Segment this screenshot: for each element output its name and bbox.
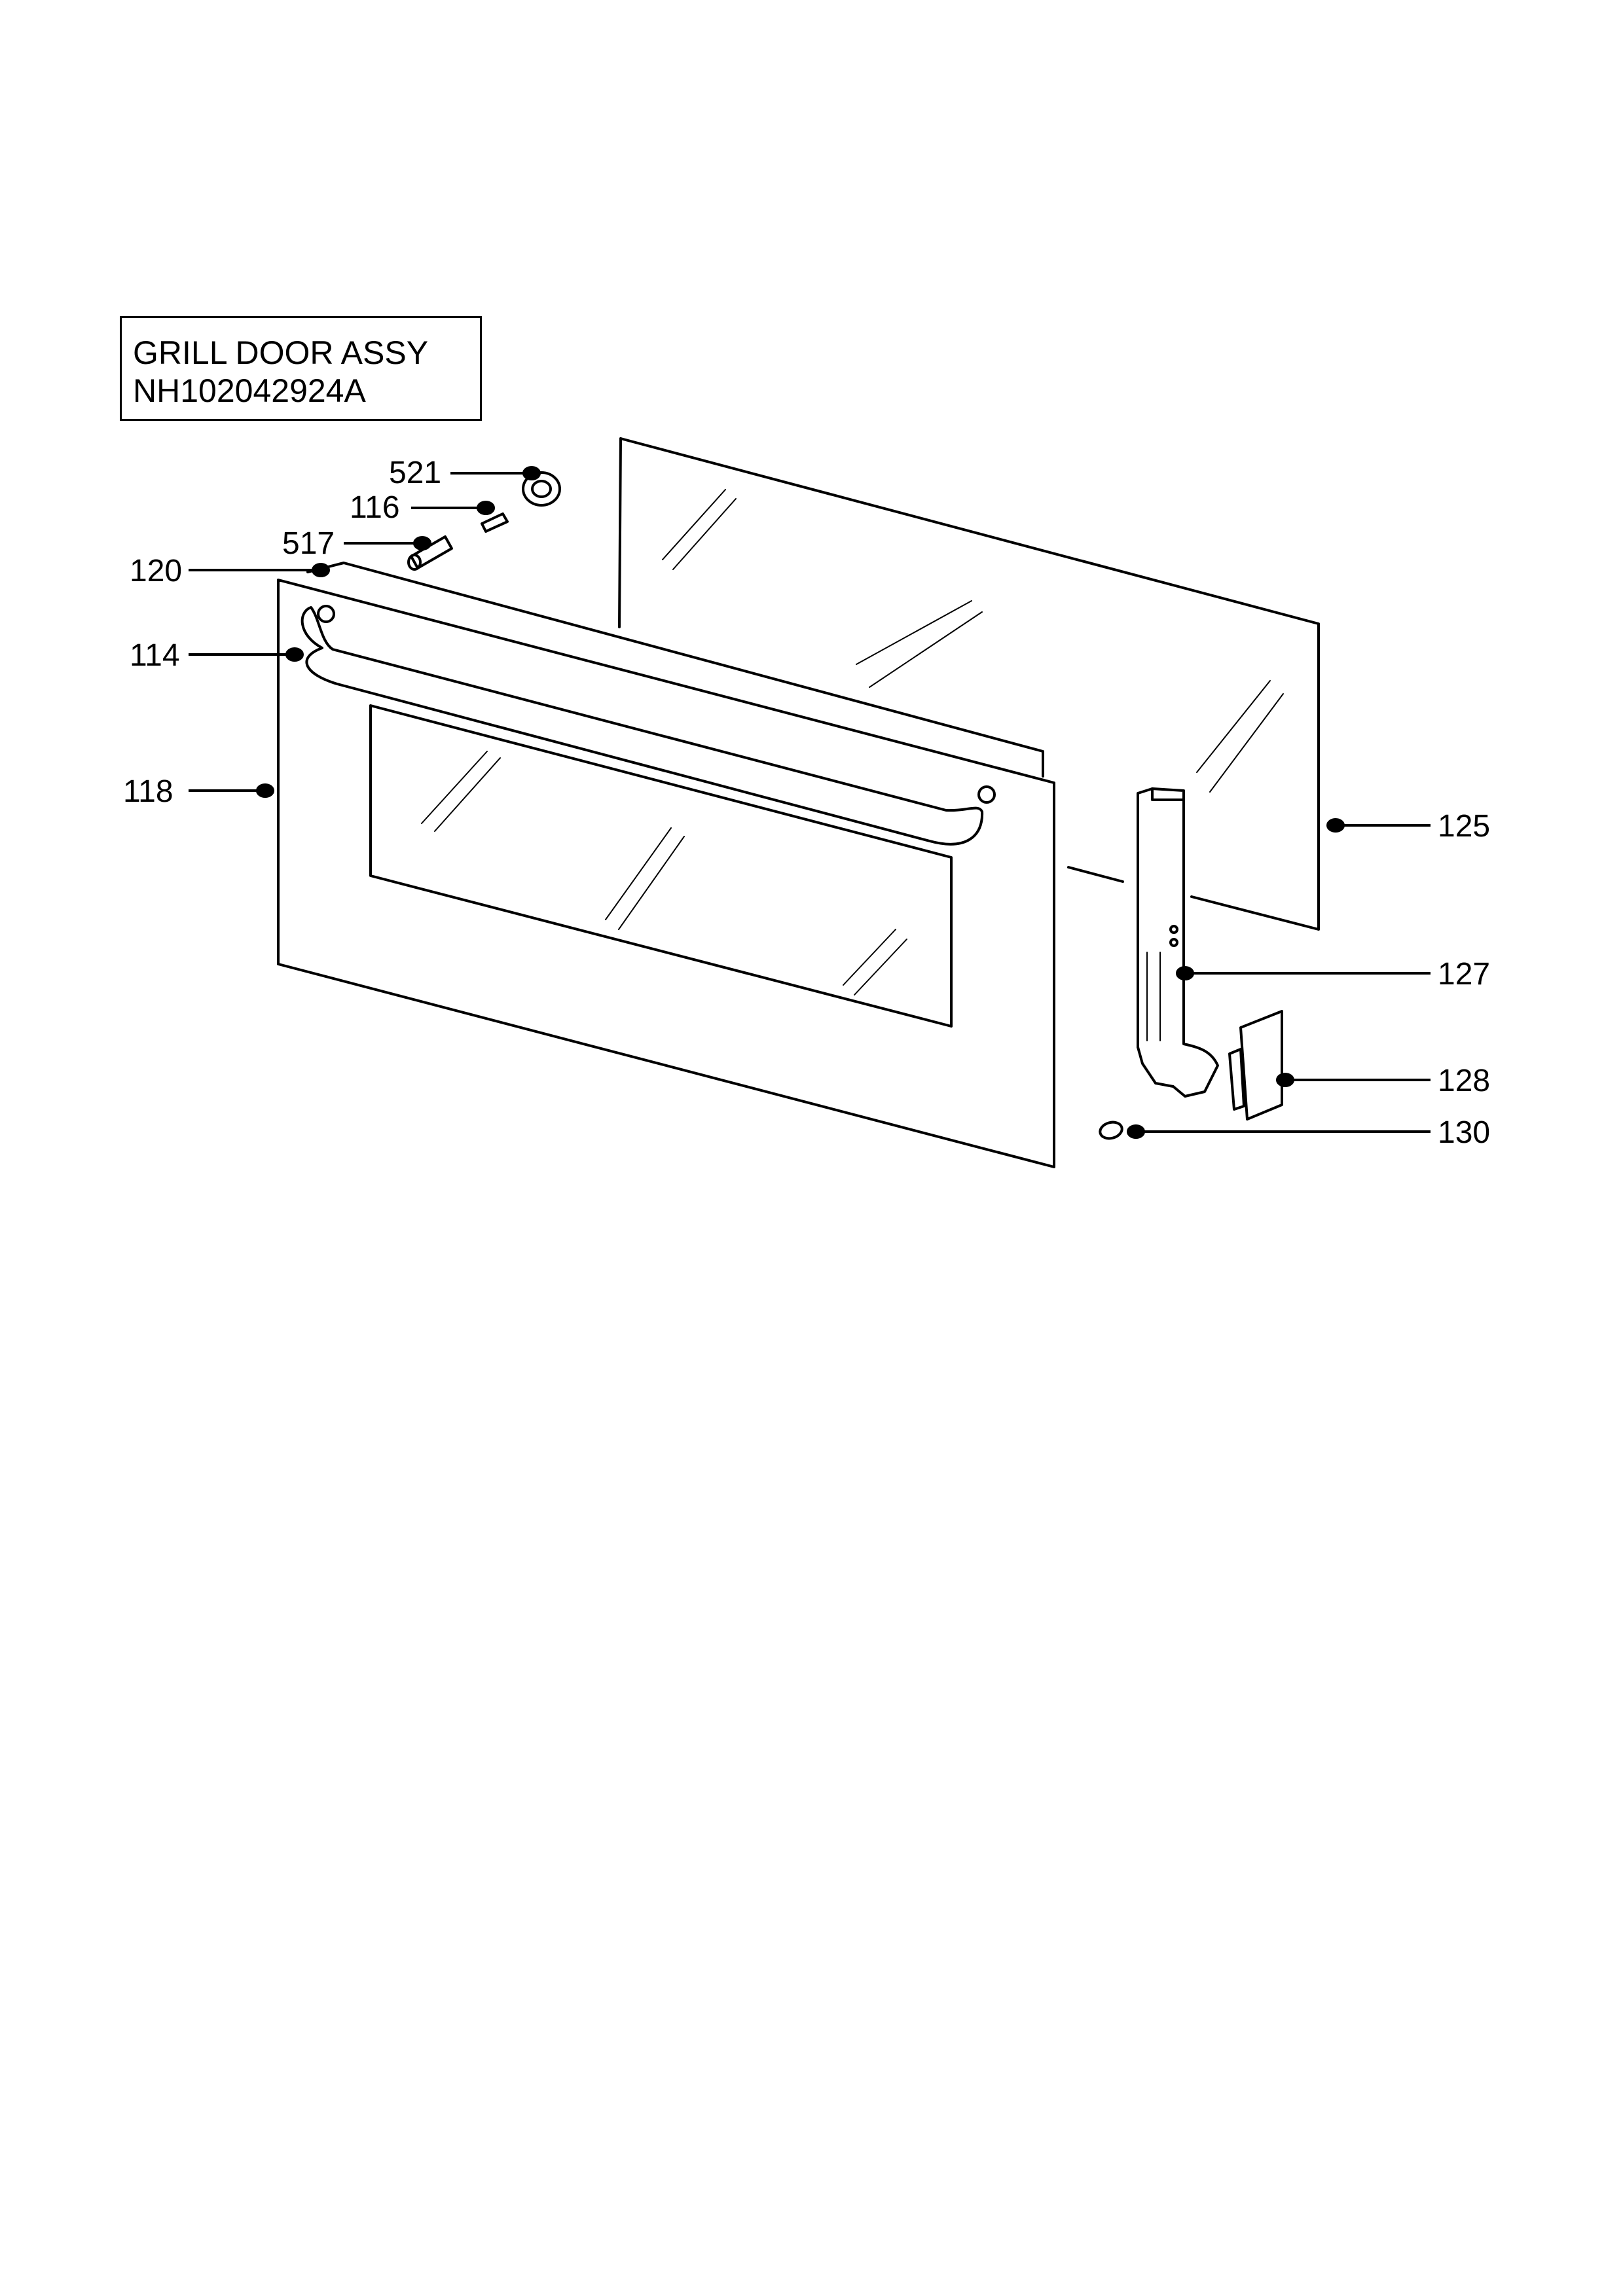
callout-label-114: 114: [130, 638, 180, 673]
fixing-parts: [407, 471, 561, 571]
callout-label-125: 125: [1438, 809, 1490, 844]
title-line-1: GRILL DOOR ASSY: [133, 334, 429, 371]
title-line-2: NH102042924A: [133, 372, 366, 409]
hinge-cover: [1228, 1010, 1283, 1121]
callout-label-120: 120: [130, 554, 182, 588]
callout-label-116: 116: [350, 490, 400, 525]
callout-leaders: [189, 466, 1431, 1139]
inner-glass-panel: [618, 437, 1320, 931]
diagram-title-box: GRILL DOOR ASSY NH102042924A: [120, 316, 482, 421]
callout-label-517: 517: [282, 526, 335, 561]
door-hinge: [1137, 787, 1219, 1098]
outer-door-panel: [277, 562, 1055, 1168]
callout-labels: 521 116 517 120 114 118 125 127 128 130: [123, 456, 1490, 1150]
callout-label-130: 130: [1438, 1115, 1490, 1150]
callout-label-127: 127: [1438, 957, 1490, 992]
callout-label-521: 521: [389, 456, 441, 490]
hinge-cap: [1099, 1121, 1123, 1140]
callout-label-128: 128: [1438, 1064, 1490, 1098]
callout-label-118: 118: [123, 774, 173, 809]
door-handle: [301, 606, 984, 846]
